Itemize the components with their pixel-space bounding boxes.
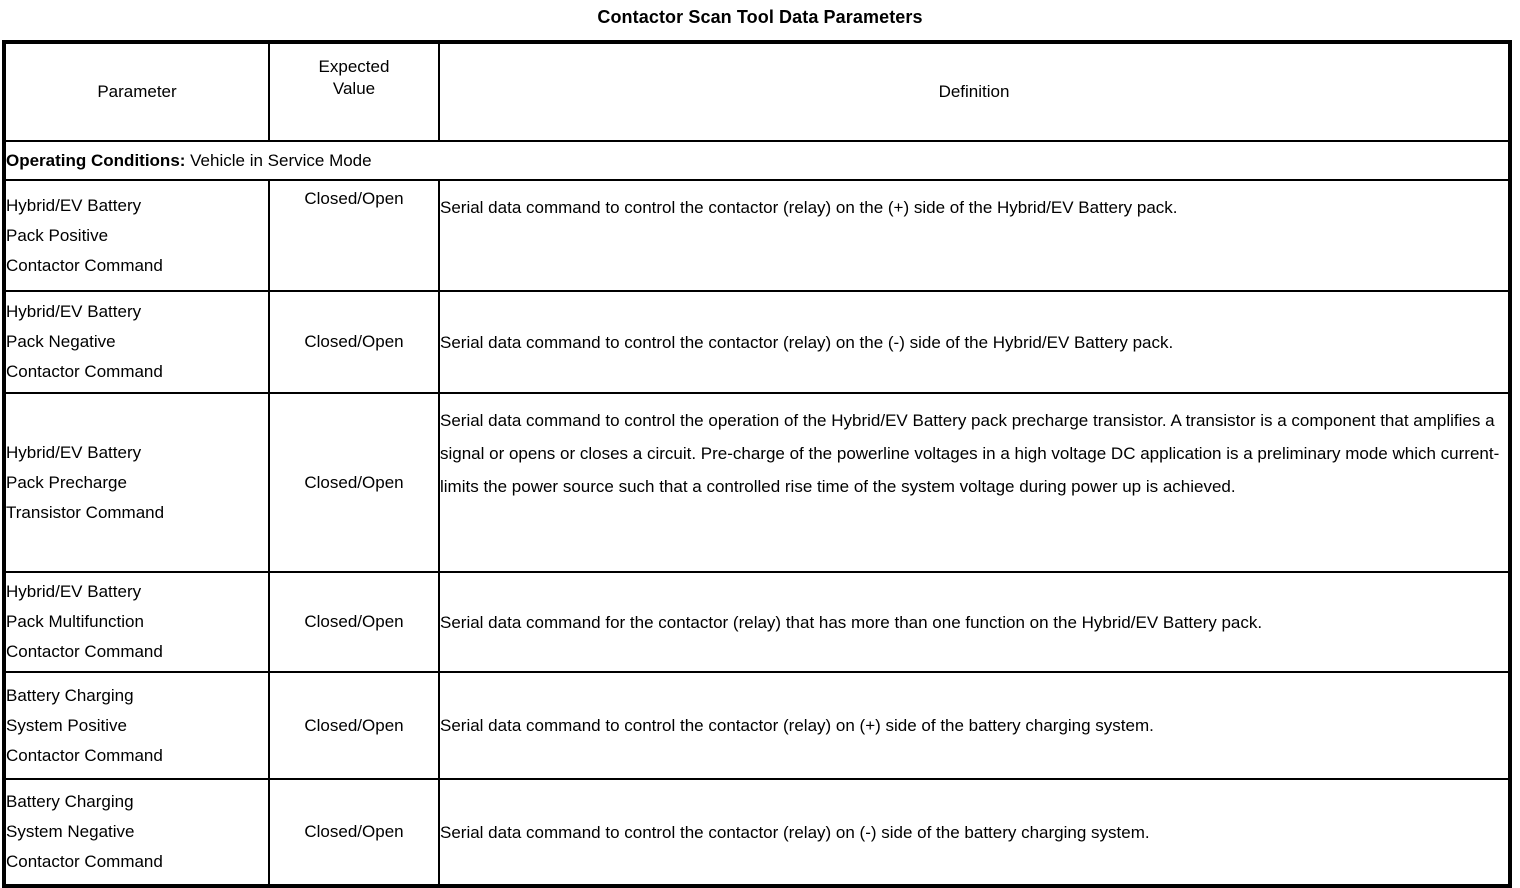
cell-parameter: Hybrid/EV Battery Pack Precharge Transis… [3,392,270,573]
page-title: Contactor Scan Tool Data Parameters [597,7,923,27]
table-row: Hybrid/EV Battery Pack Precharge Transis… [3,392,1511,573]
contactor-scan-tool-parameters-table: Parameter Expected Value Definition Oper… [2,40,1512,888]
cell-parameter: Hybrid/EV Battery Pack Positive Contacto… [3,179,270,292]
cell-definition: Serial data command to control the conta… [438,671,1511,780]
cell-parameter: Hybrid/EV Battery Pack Multifunction Con… [3,571,270,673]
cell-definition: Serial data command to control the conta… [438,290,1511,394]
operating-conditions-cell: Operating Conditions: Vehicle in Service… [3,140,1511,181]
column-header-expected-value-line2: Value [332,79,376,98]
operating-conditions-label: Operating Conditions: [6,150,186,170]
cell-expected-value: Closed/Open [268,392,440,573]
cell-parameter: Battery Charging System Positive Contact… [3,671,270,780]
table-header-row: Parameter Expected Value Definition [3,41,1511,142]
table-row: Hybrid/EV Battery Pack Positive Contacto… [3,179,1511,292]
cell-expected-value: Closed/Open [268,179,440,292]
table-row: Battery Charging System Positive Contact… [3,671,1511,780]
operating-conditions-row: Operating Conditions: Vehicle in Service… [3,140,1511,181]
parameters-table-container: Parameter Expected Value Definition Oper… [2,40,1512,888]
cell-expected-value: Closed/Open [268,290,440,394]
cell-expected-value: Closed/Open [268,778,440,887]
column-header-parameter: Parameter [3,41,270,142]
cell-definition: Serial data command to control the conta… [438,778,1511,887]
document-page: Contactor Scan Tool Data Parameters Para… [2,7,1512,888]
operating-conditions-value: Vehicle in Service Mode [185,150,372,170]
cell-expected-value: Closed/Open [268,671,440,780]
table-row: Hybrid/EV Battery Pack Multifunction Con… [3,571,1511,673]
cell-definition: Serial data command to control the conta… [438,179,1511,292]
table-row: Battery Charging System Negative Contact… [3,778,1511,887]
cell-definition: Serial data command for the contactor (r… [438,571,1511,673]
column-header-expected-value-line1: Expected [318,57,390,76]
cell-parameter: Battery Charging System Negative Contact… [3,778,270,887]
cell-parameter: Hybrid/EV Battery Pack Negative Contacto… [3,290,270,394]
cell-expected-value: Closed/Open [268,571,440,673]
cell-definition: Serial data command to control the opera… [438,392,1511,573]
table-row: Hybrid/EV Battery Pack Negative Contacto… [3,290,1511,394]
column-header-definition: Definition [438,41,1511,142]
column-header-expected-value: Expected Value [268,41,440,142]
